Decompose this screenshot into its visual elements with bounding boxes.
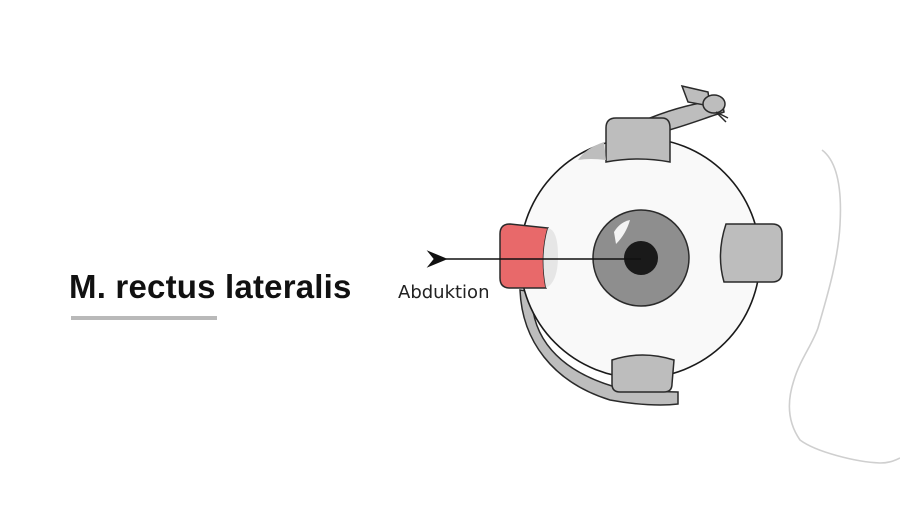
iris-highlight [614, 220, 630, 244]
trochlea-ends [715, 111, 729, 123]
inferior-oblique-band [519, 289, 679, 406]
inferior-rectus [611, 354, 675, 393]
trochlea-ring [702, 94, 726, 114]
superior-rectus [605, 117, 671, 163]
pupil [624, 241, 658, 275]
muscle-title: M. rectus lateralis [69, 268, 352, 305]
lateral-rectus-highlight [499, 223, 549, 289]
lateral-rectus-fade [543, 228, 558, 288]
face-profile-outline [788, 149, 900, 464]
title-underline [71, 316, 217, 320]
abduction-label: Abduktion [398, 282, 489, 303]
superior-oblique-insertion [578, 142, 606, 160]
medial-rectus [719, 223, 783, 283]
